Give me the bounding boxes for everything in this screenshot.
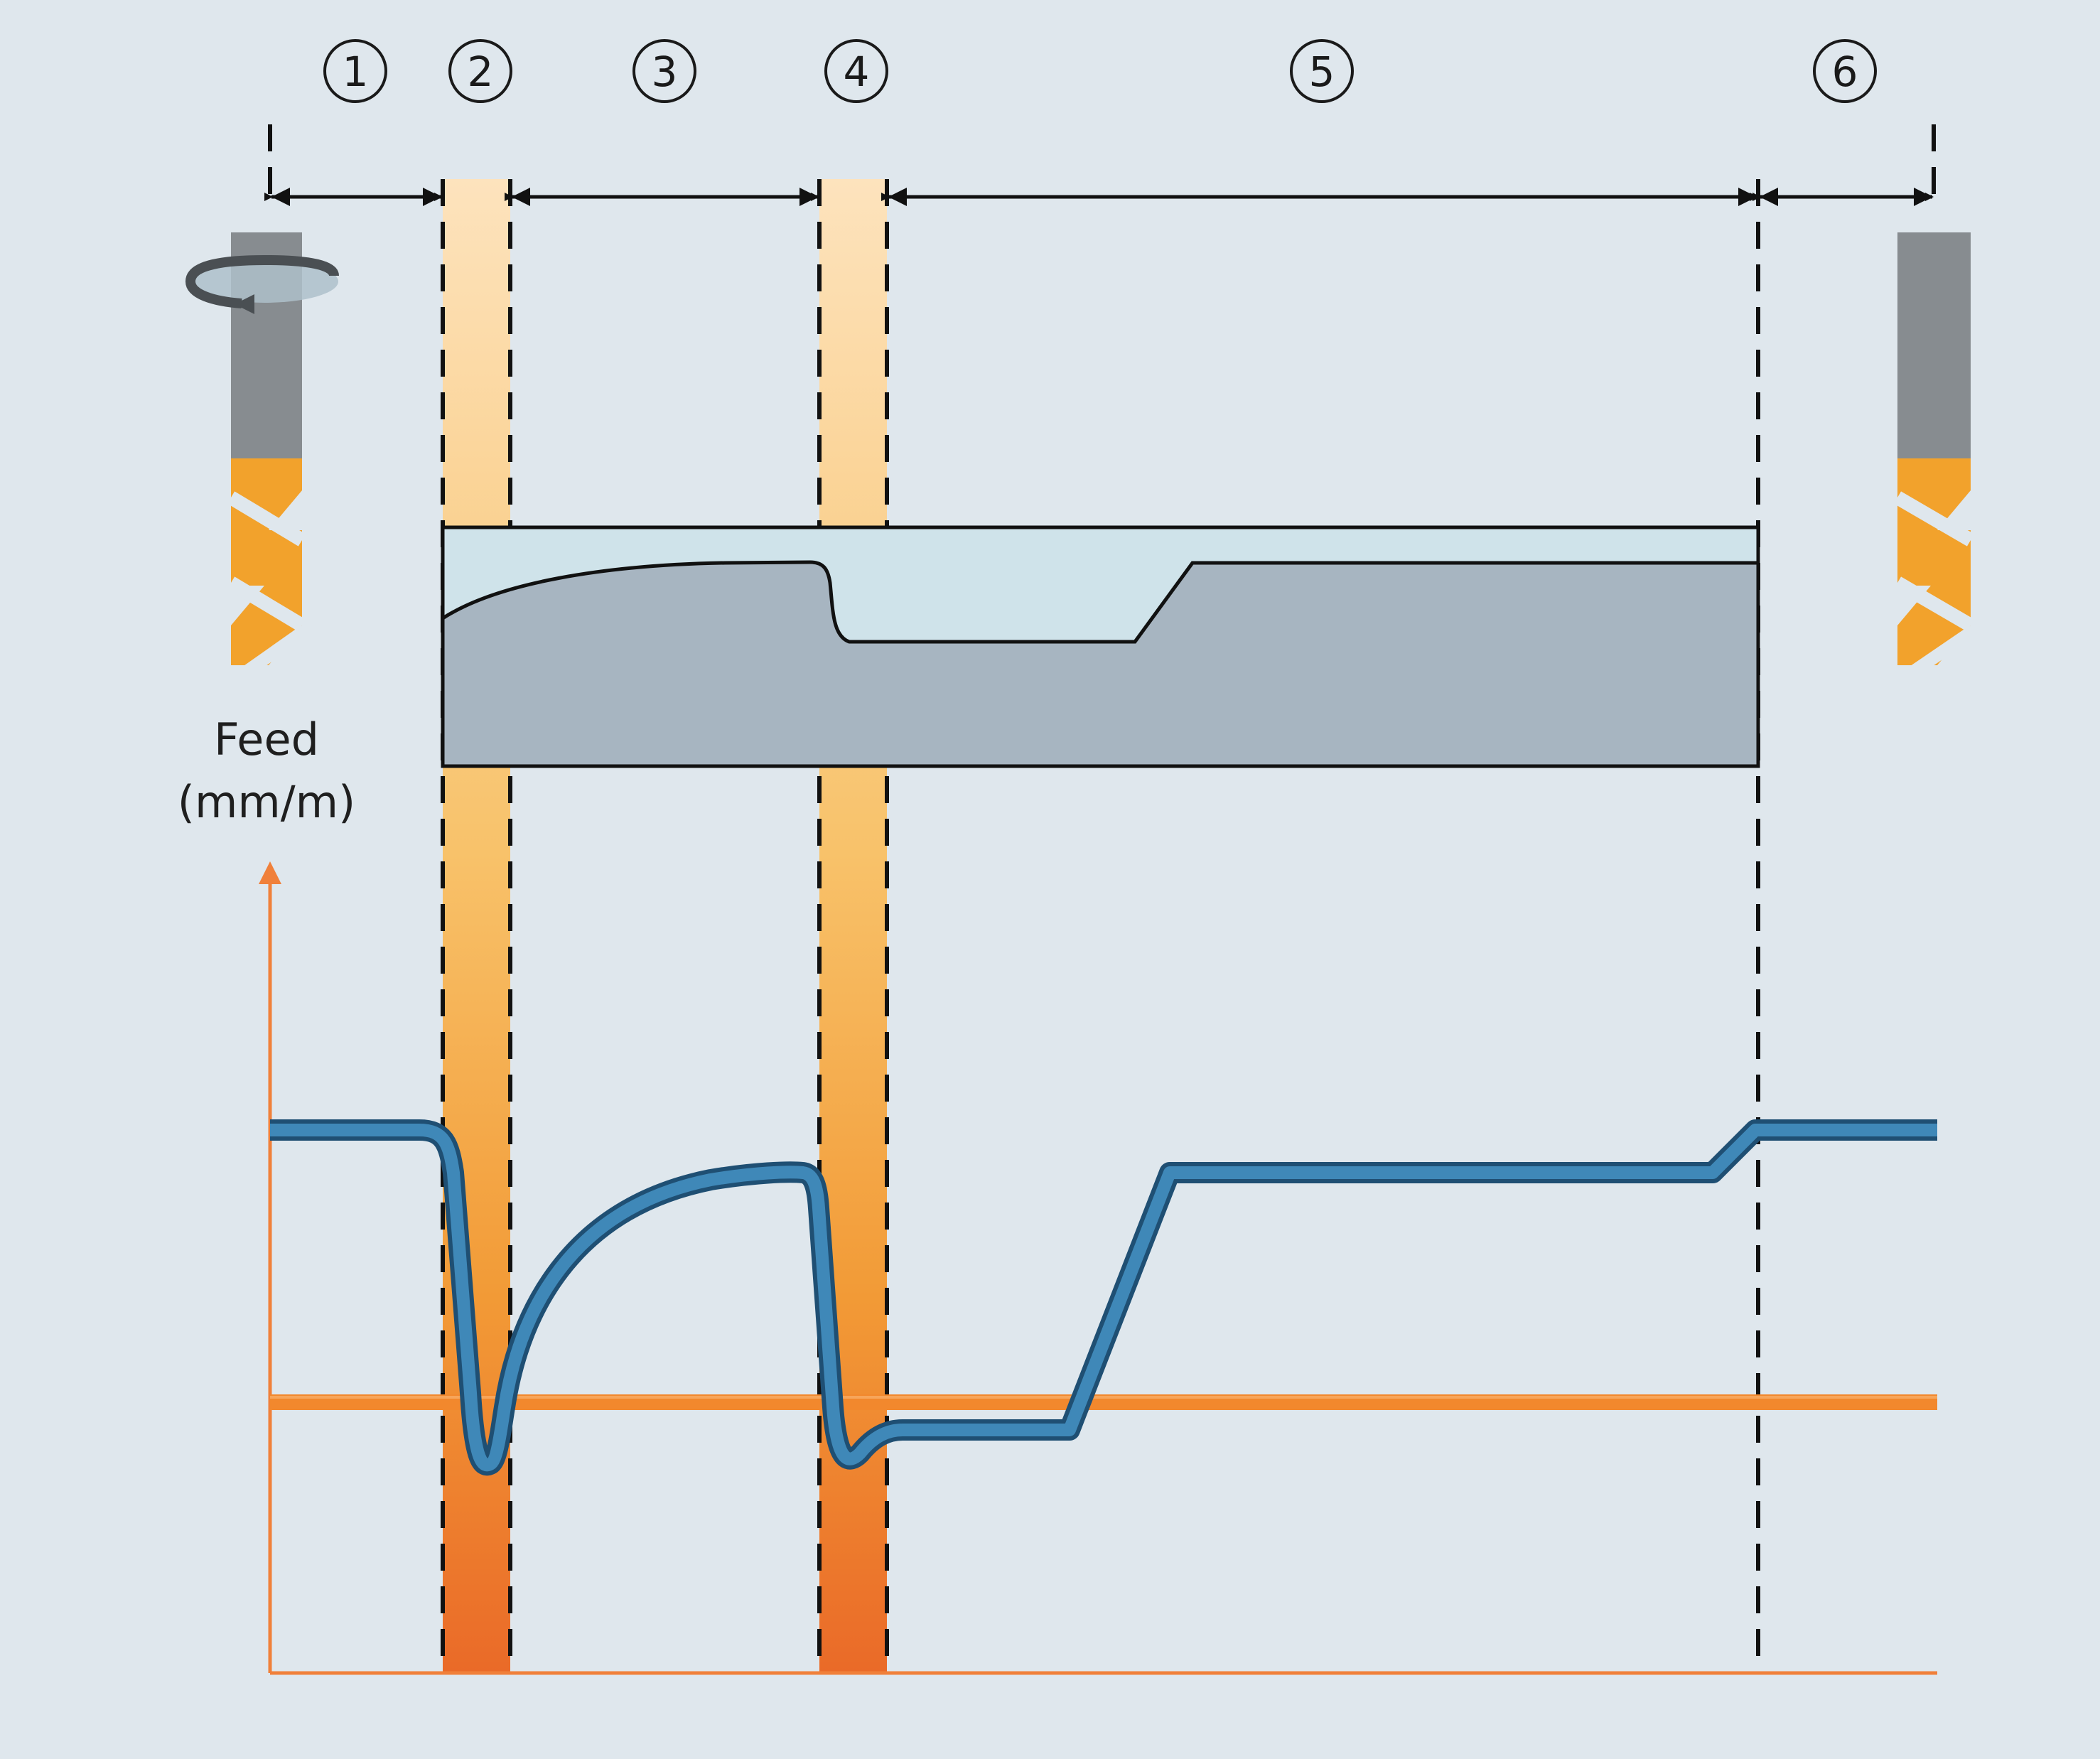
y-axis-label-line2: (mm/m) — [178, 776, 355, 828]
arrowhead — [799, 188, 818, 206]
stage-number-label: 3 — [652, 48, 678, 96]
tool-flute-groove — [1904, 627, 1975, 681]
stage-marker-3: 3 — [632, 39, 696, 103]
workpiece-outline — [441, 525, 1760, 768]
tool-flute-groove — [227, 491, 306, 547]
stage-marker-5: 5 — [1290, 39, 1354, 103]
stage-number-label: 1 — [343, 48, 369, 96]
tool-flute-groove — [237, 627, 306, 681]
workpiece-body — [443, 562, 1758, 766]
tool-flute-groove — [1893, 491, 1975, 547]
stage-markers: 1 2 3 4 5 6 — [323, 39, 1877, 103]
stage-number-label: 4 — [844, 48, 870, 96]
stage-marker-1: 1 — [323, 39, 387, 103]
arrowhead — [512, 188, 530, 206]
feed-curve — [270, 1119, 1937, 1476]
rotation-arrow-icon — [185, 254, 339, 314]
arrowhead — [423, 188, 441, 206]
stage-number-label: 6 — [1832, 48, 1858, 96]
workpiece-profile-line — [441, 560, 1758, 644]
tool-flute-groove — [227, 576, 306, 632]
arrowhead — [1738, 188, 1757, 206]
stage-marker-6: 6 — [1813, 39, 1877, 103]
stage-number-label: 2 — [468, 48, 494, 96]
arrowhead — [271, 188, 290, 206]
stage-marker-4: 4 — [824, 39, 888, 103]
stage-number-label: 5 — [1309, 48, 1335, 96]
axes — [259, 861, 1937, 1675]
y-axis-arrowhead — [259, 861, 281, 884]
feed-curve-line — [270, 1124, 1937, 1472]
workpiece — [441, 525, 1760, 768]
y-axis-label-line1: Feed — [214, 714, 319, 765]
arrowhead — [888, 188, 907, 206]
arrowhead — [1760, 188, 1778, 206]
arrowhead — [1914, 188, 1932, 206]
tool-shank — [1897, 232, 1971, 458]
stage-marker-2: 2 — [448, 39, 512, 103]
tool-flute-groove — [1893, 576, 1975, 632]
drill-tool-icon — [1893, 232, 1975, 681]
